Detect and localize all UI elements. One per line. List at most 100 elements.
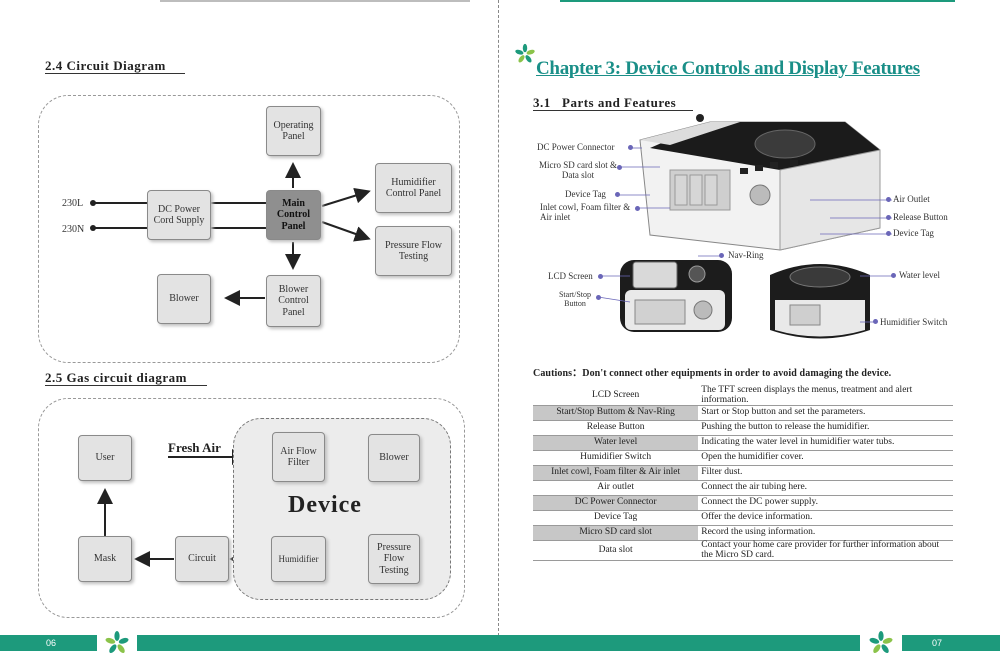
label-230l: 230L [62,198,84,209]
callout-lines [597,147,892,323]
parts-title-underline [533,110,693,111]
callout-dot [615,192,620,197]
table-cell-description: Record the using information. [698,525,953,541]
table-cell-description: Connect the air tubing here. [698,480,953,496]
box-air-flow-filter: Air Flow Filter [272,432,325,482]
circuit-diagram-title: 2.4 Circuit Diagram [45,58,166,73]
label-device: Device [288,492,362,518]
table-cell-description: The TFT screen displays the menus, treat… [698,385,953,406]
callout-water-level: Water level [899,270,941,280]
box-circuit: Circuit [175,536,229,582]
callout-micro-sd: Micro SD card slot & Data slot [539,160,617,180]
callout-dot [628,145,633,150]
table-cell-description: Contact your home care provider for furt… [698,540,953,561]
table-cell-part: LCD Screen [533,386,699,406]
callout-dot [886,215,891,220]
page-spine [498,0,499,636]
top-rule-right [560,0,955,2]
box-blower-control-panel: Blower Control Panel [266,275,321,327]
flower-logo-left [105,631,129,653]
table-cell-part: Release Button [533,420,699,436]
box-gas-pressure-flow-testing: Pressure Flow Testing [368,534,420,584]
footer-bar-left-long [137,635,498,651]
box-gas-blower: Blower [368,434,420,482]
box-main-control-panel: Main Control Panel [266,190,321,240]
callout-dot [886,197,891,202]
callout-dc-power-connector: DC Power Connector [537,142,615,152]
callout-dot [886,231,891,236]
box-user: User [78,435,132,481]
box-pressure-flow-testing: Pressure Flow Testing [375,226,452,276]
callout-device-tag-left: Device Tag [565,189,606,199]
table-cell-part: DC Power Connector [533,495,699,511]
callout-dot [873,319,878,324]
table-cell-part: Air outlet [533,480,699,496]
table-cell-description: Start or Stop button and set the paramet… [698,405,953,421]
table-cell-part: Start/Stop Buttom & Nav-Ring [533,405,699,421]
chapter-flower-icon [515,43,535,63]
table-cell-description: Offer the device information. [698,510,953,526]
box-mask: Mask [78,536,132,582]
table-cell-description: Connect the DC power supply. [698,495,953,511]
table-cell-part: Data slot [533,540,699,561]
callout-inlet: Inlet cowl, Foam filter & Air inlet [540,202,631,222]
callout-air-outlet: Air Outlet [893,194,930,204]
gas-title-underline [45,385,207,386]
chapter-title: Chapter 3: Device Controls and Display F… [536,58,920,79]
circuit-diagram-frame [38,95,460,363]
callout-dot [719,253,724,258]
callout-device-tag-right: Device Tag [893,228,934,238]
callout-start-stop: Start/Stop Button [558,290,591,308]
label-230n: 230N [62,224,85,235]
box-operating-panel: Operating Panel [266,106,321,156]
callout-dot [596,295,601,300]
device-illustration-humidifier [770,264,870,339]
box-dc-power-cord-supply: DC Power Cord Supply [147,190,211,240]
table-cell-description: Filter dust. [698,465,953,481]
footer-bar-right-long [498,635,860,651]
callout-nav-ring: Nav-Ring [728,250,764,260]
footer-bar-left [0,635,97,651]
callout-dot [617,165,622,170]
table-cell-description: Pushing the button to release the humidi… [698,420,953,436]
footer-bar-right [902,635,1000,651]
page-number-left: 06 [46,638,57,648]
table-cell-part: Micro SD card slot [533,525,699,541]
caution-text: Cautions：Don't connect other equipments … [533,368,892,379]
table-cell-part: Water level [533,435,699,451]
callout-dot [598,274,603,279]
callout-lcd-screen: LCD Screen [548,271,593,281]
device-illustration-front [620,260,732,332]
gas-diagram-frame [38,398,465,618]
table-cell-part: Device Tag [533,510,699,526]
device-illustration-top [639,114,881,251]
page-number-right: 07 [932,638,943,648]
top-rule-left [160,0,470,2]
box-humidifier: Humidifier [271,536,326,582]
label-fresh-air: Fresh Air [168,440,221,455]
table-cell-description: Indicating the water level in humidifier… [698,435,953,451]
box-humidifier-control-panel: Humidifier Control Panel [375,163,452,213]
parts-features-title: 3.1 Parts and Features [533,95,677,110]
circuit-title-underline [45,73,185,74]
flower-logo-right [869,631,893,653]
box-blower: Blower [157,274,211,324]
callout-release-button: Release Button [893,212,948,222]
gas-circuit-title: 2.5 Gas circuit diagram [45,370,187,385]
callout-dot [891,273,896,278]
table-cell-part: Humidifier Switch [533,450,699,466]
callout-humidifier-switch: Humidifier Switch [880,317,948,327]
table-cell-description: Open the humidifier cover. [698,450,953,466]
